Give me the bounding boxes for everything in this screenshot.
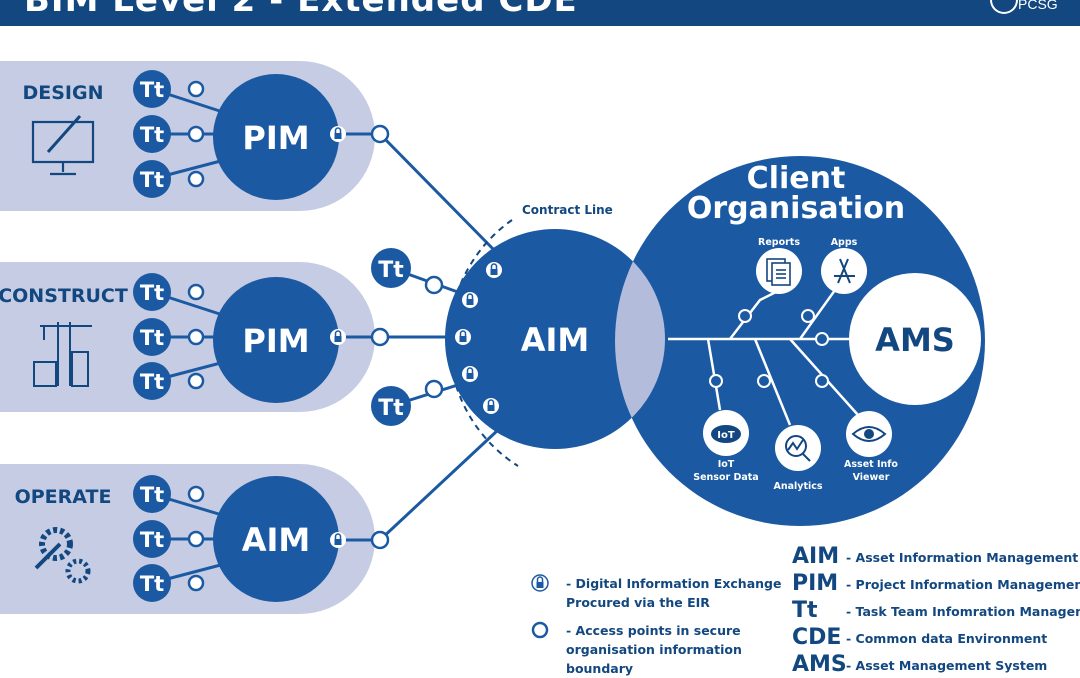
eye-icon — [851, 426, 887, 442]
symbol-note-line: - Digital Information Exchange — [566, 576, 782, 591]
row-construct: CONSTRUCT PIM — [0, 277, 339, 403]
tt-nodes — [133, 70, 171, 602]
outer-tt-label: Tt — [378, 258, 404, 283]
aim-label: AIM — [242, 521, 311, 559]
outer-tt-label: Tt — [378, 396, 404, 421]
pim-node — [213, 277, 339, 403]
symbol-note-exchange: - Digital Information Exchange Procured … — [566, 574, 781, 612]
apps-label: Apps — [831, 237, 858, 248]
legend-abbr: PIM — [792, 571, 839, 596]
stage-label: CONSTRUCT — [0, 285, 128, 307]
legend-abbr: Tt — [792, 598, 818, 623]
legend-desc: - Asset Information Management — [846, 550, 1079, 565]
symbol-note-access: - Access points in secure organisation i… — [566, 621, 742, 678]
node-padlocks — [330, 126, 346, 548]
svg-text:IoT: IoT — [717, 430, 735, 441]
symbol-note-line: organisation information — [566, 642, 742, 657]
tt-label: Tt — [140, 483, 164, 507]
asset-info-viewer-app[interactable]: Asset Info Viewer — [844, 411, 898, 483]
row-design: DESIGN PIM — [22, 74, 339, 200]
header-bar: BIM Level 2 - Extended CDE PCSG — [0, 0, 1080, 26]
iot-app[interactable]: IoT IoT Sensor Data — [693, 410, 759, 483]
pim-label: PIM — [242, 322, 309, 360]
pim-label: PIM — [242, 119, 309, 157]
apps-app[interactable]: Apps — [821, 237, 867, 294]
tt-label: Tt — [140, 572, 164, 596]
contract-line-label: Contract Line — [522, 203, 613, 217]
viewer-label-line1: Asset Info — [844, 459, 898, 470]
iot-cloud-icon: IoT — [711, 425, 741, 443]
iot-label-line2: Sensor Data — [693, 472, 758, 483]
symbol-note-line: - Access points in secure — [566, 623, 741, 638]
ams-label: AMS — [875, 321, 955, 359]
tt-label: Tt — [140, 370, 164, 394]
stage-label: DESIGN — [22, 82, 103, 104]
legend-abbr: AMS — [792, 652, 847, 677]
access-point-markers — [187, 80, 444, 592]
aim-node — [213, 476, 339, 602]
reports-app[interactable]: Reports — [756, 237, 802, 294]
monitor-brush-icon — [31, 115, 95, 176]
tt-label: Tt — [140, 168, 164, 192]
app-store-icon — [834, 258, 855, 284]
iot-label-line1: IoT — [718, 459, 735, 470]
logo-ring-icon — [990, 0, 1018, 14]
bim-cde-diagram: Contract Line Client Organisation AMS Re… — [0, 61, 985, 639]
legend-desc: - Common data Environment — [846, 631, 1048, 646]
ams-circle — [849, 273, 981, 405]
client-title-line1: Client — [747, 161, 846, 196]
stage-label: OPERATE — [15, 486, 112, 508]
gears-wrench-icon — [34, 527, 91, 584]
legend-desc: - Task Team Infomration Management — [846, 604, 1080, 619]
legend-abbr: AIM — [792, 544, 840, 569]
access-point-icon — [531, 621, 549, 639]
pcsg-logo: PCSG — [984, 0, 1060, 24]
padlock-icon — [531, 574, 549, 592]
legend-desc: - Asset Management System — [846, 658, 1048, 673]
viewer-label-line2: Viewer — [853, 472, 890, 483]
symbol-note-line: Procured via the EIR — [566, 595, 710, 610]
logo-text: PCSG — [1018, 0, 1058, 12]
reports-label: Reports — [758, 237, 800, 248]
crane-building-icon — [33, 322, 92, 387]
symbol-note-line: boundary — [566, 661, 634, 676]
analytics-label: Analytics — [773, 481, 822, 492]
tt-labels: Tt Tt Tt Tt Tt Tt Tt Tt Tt — [140, 78, 164, 596]
center-padlocks — [455, 262, 502, 414]
page-title: BIM Level 2 - Extended CDE — [24, 0, 578, 20]
legend-abbr: CDE — [792, 625, 842, 650]
legend-desc: - Project Information Management — [846, 577, 1080, 592]
client-access-points — [709, 309, 829, 388]
center-aim-label: AIM — [521, 321, 590, 359]
center-aim-circle — [445, 229, 665, 449]
tt-label: Tt — [140, 528, 164, 552]
analytics-icon — [785, 435, 811, 462]
outer-tt-nodes: Tt Tt — [371, 248, 411, 426]
document-icon — [766, 258, 791, 286]
row-operate: OPERATE AIM — [15, 476, 339, 602]
pim-node — [213, 74, 339, 200]
client-title-line2: Organisation — [687, 191, 905, 226]
tt-label: Tt — [140, 281, 164, 305]
analytics-app[interactable]: Analytics — [773, 425, 823, 492]
tt-label: Tt — [140, 123, 164, 147]
tt-label: Tt — [140, 78, 164, 102]
tt-label: Tt — [140, 326, 164, 350]
